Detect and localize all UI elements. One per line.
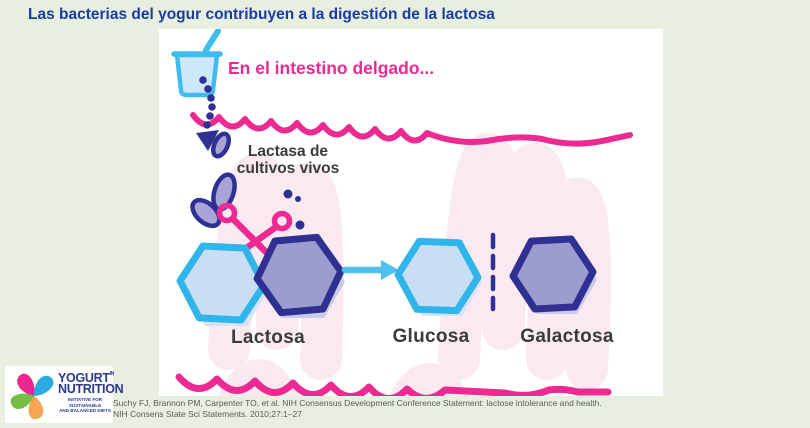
logo-word-yogurt: YOGURTIN <box>58 371 114 385</box>
galactose-molecule-icon <box>509 235 597 314</box>
citation: Suchy FJ, Brannon PM, Carpenter TO, et a… <box>113 398 673 420</box>
logo-word-in-text: IN <box>109 371 115 377</box>
citation-line1: Suchy FJ, Brannon PM, Carpenter TO, et a… <box>113 398 602 408</box>
logo-tagline: INITIATIVE FOR SUSTAINABLE AND BALANCED … <box>59 397 111 414</box>
page-title: Las bacterias del yogur contribuyen a la… <box>28 6 495 23</box>
bacteria-icon <box>190 131 237 229</box>
dashed-arrow-icon <box>196 76 219 151</box>
glucose-label: Glucosa <box>392 326 470 347</box>
lactase-label-line1: Lactasa de <box>247 143 329 160</box>
illustration-panel: En el intestino delgado... Lactasa de cu… <box>159 29 663 396</box>
logo-tagline-line2: AND BALANCED DIETS <box>59 408 111 414</box>
enzyme-dots-icon <box>283 189 305 230</box>
intestine-caption: En el intestino delgado... <box>228 58 435 78</box>
intestine-wave-top <box>190 112 633 147</box>
lactase-label-line2: cultivos vivos <box>236 160 340 177</box>
logo-flower-icon <box>10 373 54 419</box>
yogurt-nutrition-logo: YOGURTIN NUTRITION INITIATIVE FOR SUSTAI… <box>5 366 124 423</box>
galactose-label: Galactosa <box>520 326 614 347</box>
lactose-molecule-icon <box>176 233 345 326</box>
glucose-molecule-icon <box>394 237 482 316</box>
lactase-label: Lactasa de cultivos vivos <box>213 143 363 177</box>
intestine-wave-bottom <box>175 373 612 396</box>
citation-line2: NIH Consens State Sci Statements. 2010;2… <box>113 409 303 419</box>
reaction-arrow-icon <box>341 260 399 280</box>
logo-word-nutrition: NUTRITION <box>58 382 124 396</box>
yogurt-cup-icon <box>171 29 223 98</box>
logo-tagline-line1: INITIATIVE FOR SUSTAINABLE <box>67 397 103 408</box>
lactose-label: Lactosa <box>231 327 305 348</box>
logo-word-yogurt-text: YOGURT <box>58 371 110 385</box>
digestion-illustration <box>171 29 633 396</box>
